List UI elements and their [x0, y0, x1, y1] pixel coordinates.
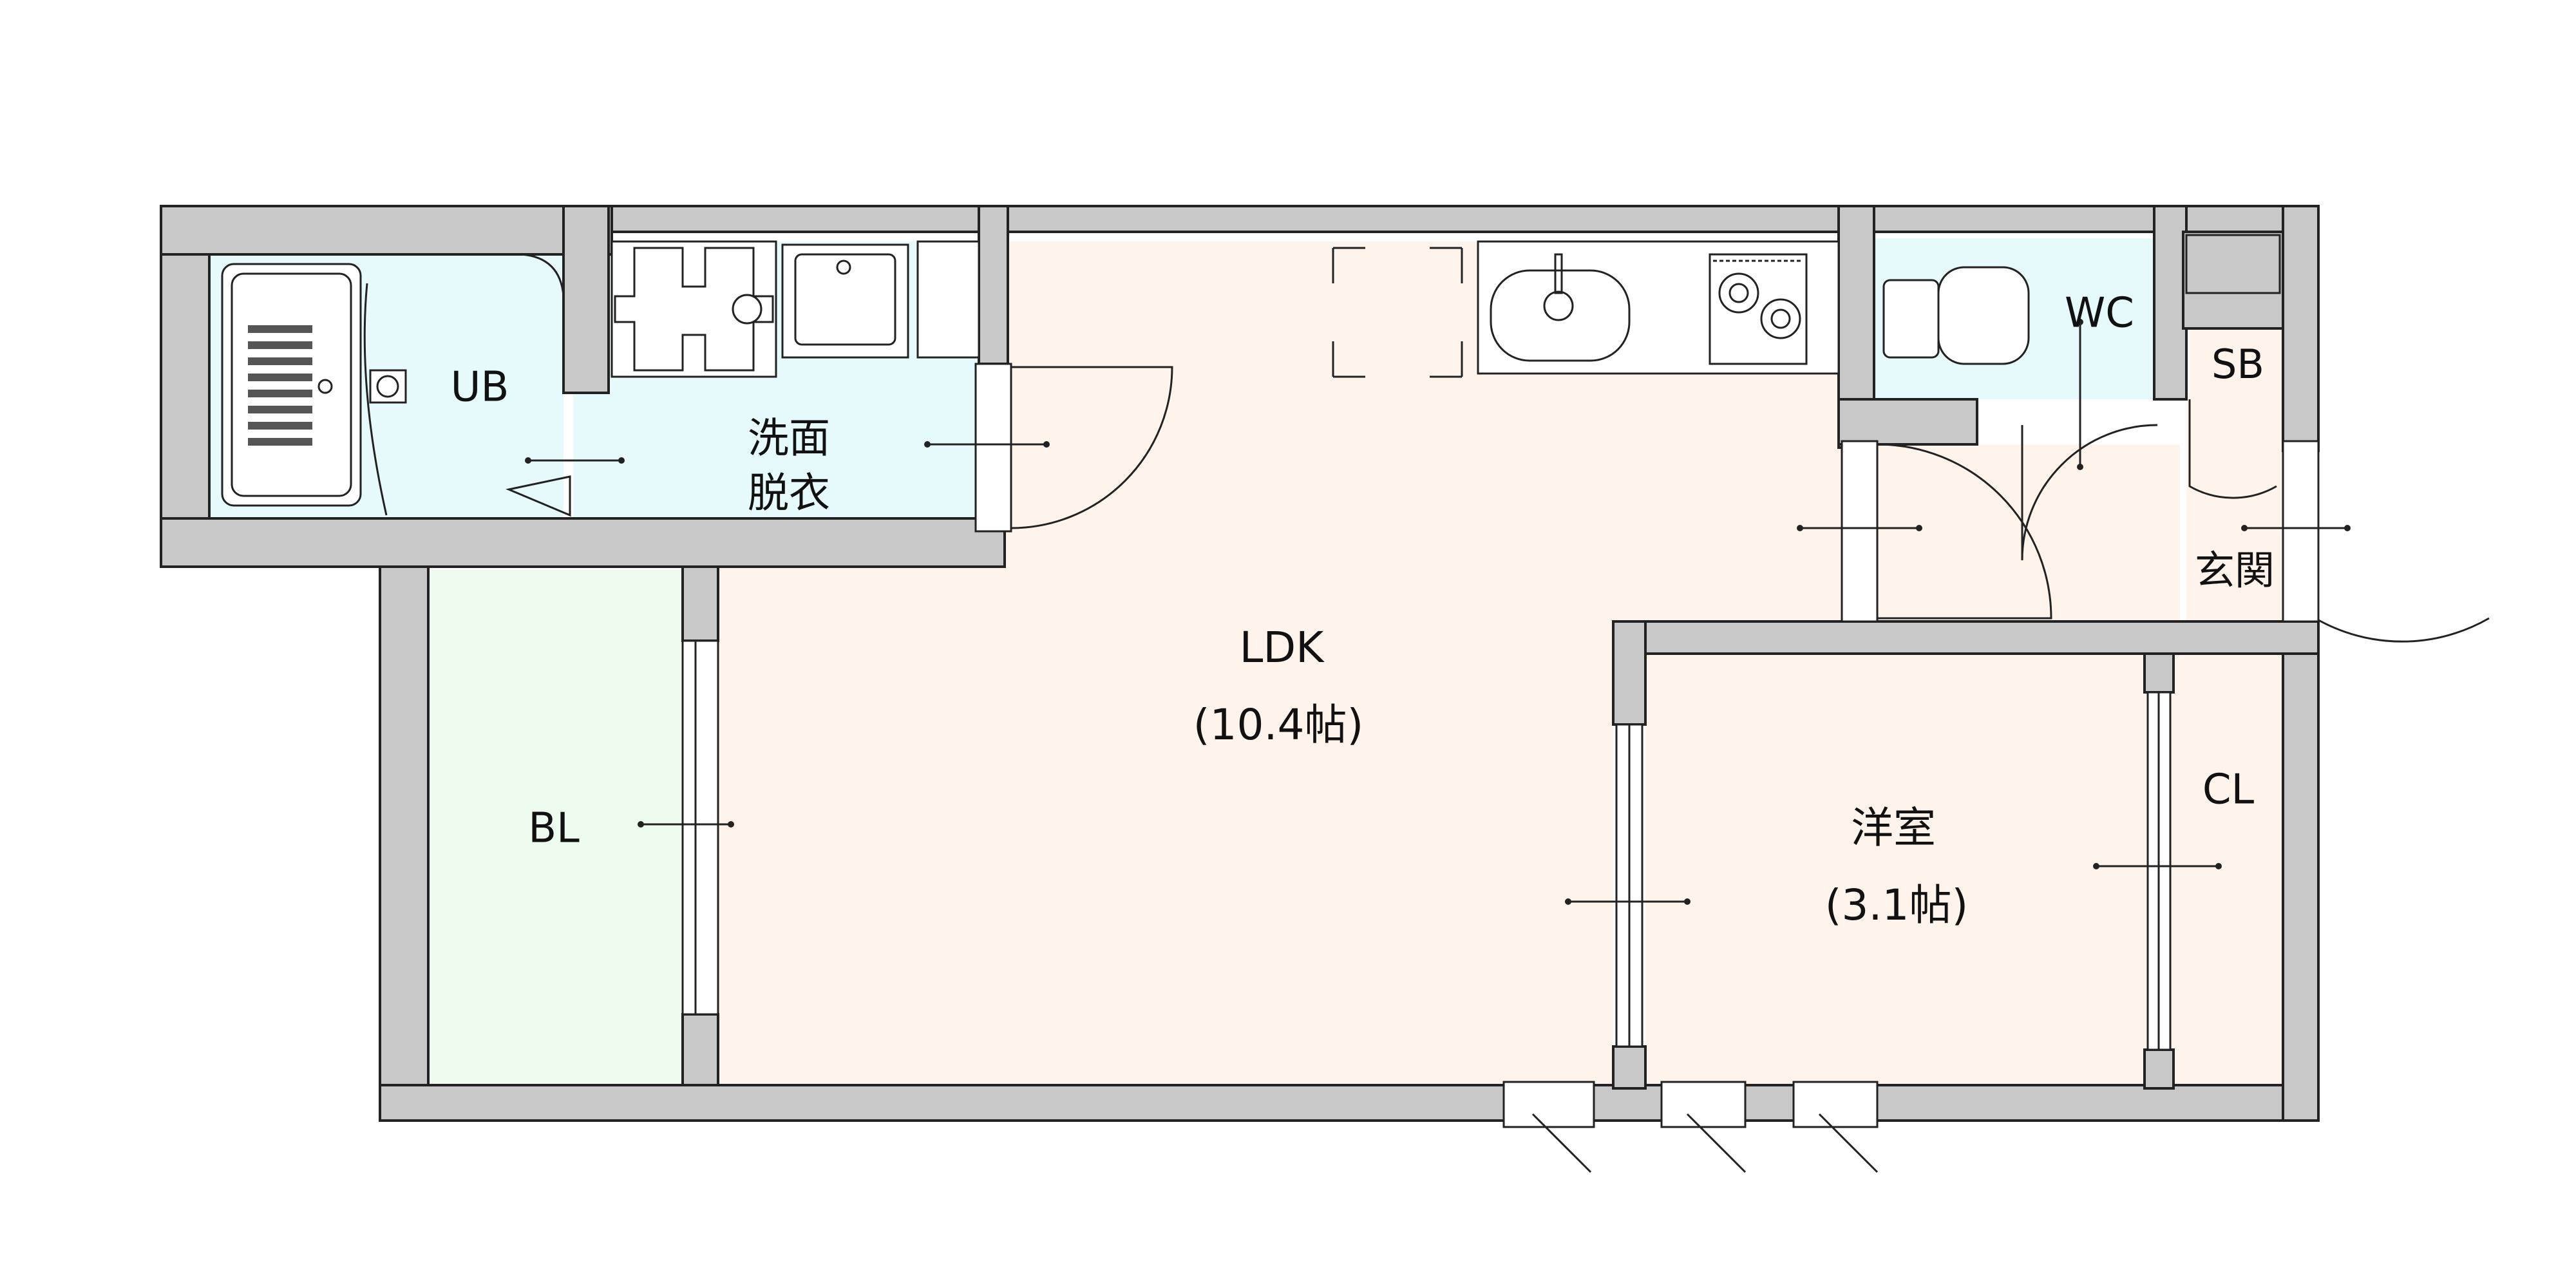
balcony-window[interactable] — [681, 639, 719, 1016]
wall-right-lower — [2282, 620, 2320, 1122]
ldk-floor — [718, 242, 2180, 1088]
storage-box — [2185, 234, 2281, 294]
toilet-bowl — [1937, 266, 2030, 365]
entrance-floor — [2186, 393, 2283, 621]
wall-western-left-bottom — [1612, 1045, 1647, 1090]
toilet-tank — [1882, 279, 1940, 359]
drain-grate-icon — [248, 325, 312, 446]
wall-closet-bottom — [2143, 1048, 2175, 1090]
balcony-floor — [428, 570, 686, 1085]
entrance-door[interactable] — [2314, 444, 2490, 643]
room-label-washroom-line2: 脱衣 — [748, 470, 830, 518]
wall-bottom — [379, 1084, 2320, 1122]
room-label-toilet: WC — [2065, 290, 2134, 337]
washroom-door[interactable] — [1010, 366, 1173, 529]
room-label-bath: UB — [451, 364, 509, 412]
wall-western-left-top — [1612, 620, 1647, 726]
wall-western-top — [1612, 620, 2320, 655]
wall-balcony-ldk-top — [681, 565, 719, 642]
wall-balcony-left — [379, 565, 430, 1090]
wall-left-bath — [160, 205, 211, 568]
wall-bath-bottom — [160, 517, 1006, 568]
fridge-space — [1332, 247, 1463, 378]
shower-fixture — [369, 369, 407, 404]
stove — [1709, 253, 1808, 365]
shelf — [916, 240, 980, 359]
room-label-ldk-size: (10.4帖) — [1193, 700, 1363, 750]
room-label-shoe-box: SB — [2211, 341, 2264, 388]
wall-bath-wash — [562, 205, 610, 394]
wall-bath-top — [160, 205, 613, 256]
room-label-washroom-line1: 洗面 — [748, 415, 830, 463]
washing-machine-pan — [611, 240, 777, 378]
wc-door[interactable] — [2021, 424, 2158, 561]
room-label-western: 洋室 — [1851, 803, 1936, 853]
wall-right — [2282, 205, 2320, 452]
sink — [1490, 269, 1631, 362]
shoe-box-floor — [2190, 328, 2286, 402]
ldk-door[interactable] — [1876, 443, 2052, 620]
room-label-closet: CL — [2202, 766, 2255, 814]
bathtub — [221, 263, 362, 507]
wall-wash-right — [978, 205, 1009, 365]
wash-basin — [781, 243, 909, 359]
wall-balcony-ldk-bottom — [681, 1013, 719, 1090]
bottom-windows — [1502, 1081, 1879, 1173]
western-room-floor — [1645, 654, 2283, 1088]
room-label-western-size: (3.1帖) — [1825, 880, 1968, 930]
wall-wc-right — [2153, 205, 2188, 401]
wall-closet-top — [2143, 652, 2175, 694]
room-label-ldk: LDK — [1240, 623, 1325, 672]
wall-wc-bottom — [1837, 398, 1978, 446]
kitchen-counter — [1477, 240, 1840, 375]
room-label-entrance: 玄関 — [2195, 547, 2275, 594]
room-label-balcony: BL — [528, 805, 580, 853]
